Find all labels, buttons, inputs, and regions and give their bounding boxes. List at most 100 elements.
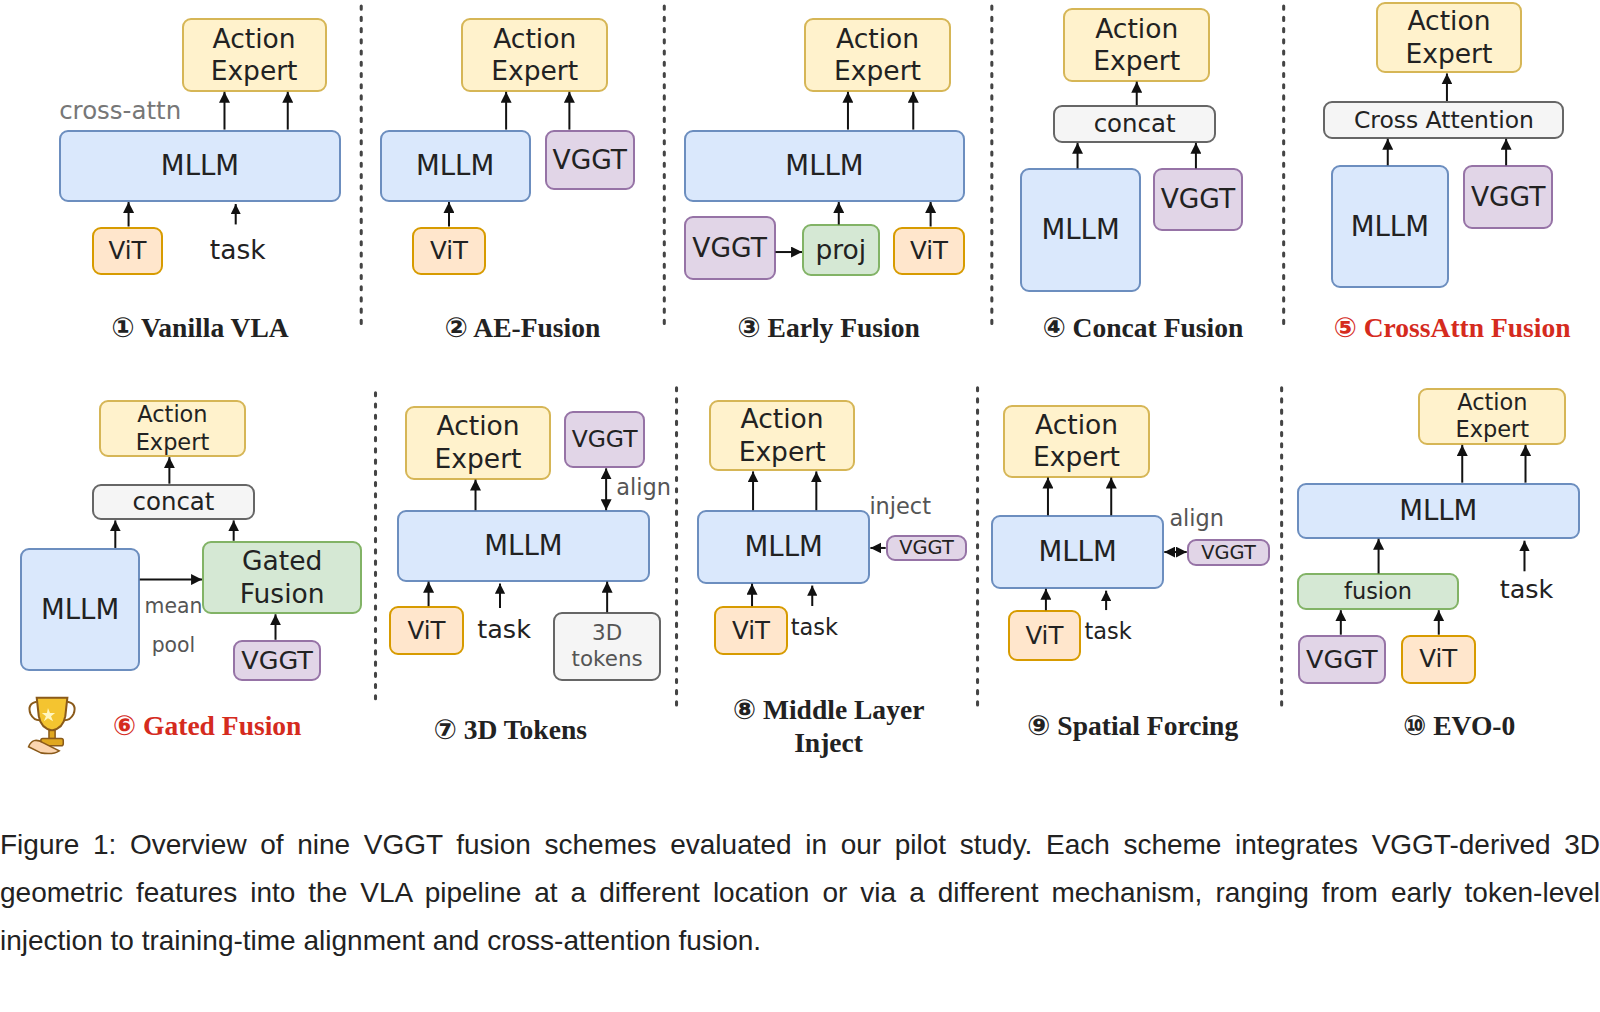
input-label: task — [468, 614, 539, 646]
arrow-connector — [751, 584, 753, 606]
panel-title: ⑨ Spatial Forcing — [1010, 710, 1255, 743]
mllm-box: MLLM — [397, 510, 650, 581]
node-text: Action Expert — [1008, 409, 1145, 474]
node-text: concat — [1094, 109, 1176, 139]
edge-label: align — [1169, 504, 1240, 533]
node-text: Cross Attention — [1354, 106, 1534, 135]
node-text: ViT — [109, 236, 147, 266]
action-expert-box: Action Expert — [405, 406, 551, 479]
node-text: Action Expert — [410, 410, 546, 475]
mllm-box: MLLM — [59, 130, 341, 202]
operation-box: concat — [92, 484, 255, 521]
edge-label: align — [616, 473, 677, 502]
edge-label: mean pool — [143, 587, 204, 665]
node-text: Action Expert — [104, 401, 241, 456]
node-text: VGGT — [553, 144, 627, 176]
arrow-connector — [1047, 478, 1049, 516]
arrow-connector — [448, 202, 450, 227]
arrow-connector — [838, 202, 840, 224]
vit-box: ViT — [1401, 635, 1475, 684]
arrow-connector — [1110, 478, 1112, 516]
operation-box: Cross Attention — [1323, 101, 1564, 139]
arrow-connector — [815, 471, 817, 510]
arrow-connector — [140, 579, 202, 581]
arrow-connector — [128, 202, 130, 227]
node-text: Action Expert — [1068, 13, 1205, 78]
node-text: proj — [815, 234, 866, 266]
arrow-connector — [287, 92, 289, 130]
action-expert-box: Action Expert — [709, 400, 855, 471]
node-text: Action Expert — [714, 403, 850, 468]
node-text: Action Expert — [1381, 5, 1518, 70]
vit-box: ViT — [714, 606, 787, 655]
arrow-connector — [1045, 589, 1047, 610]
node-text: ViT — [430, 236, 468, 266]
arrow-connector — [930, 202, 932, 227]
node-text: MLLM — [484, 529, 562, 563]
arrow-connector — [1505, 139, 1507, 166]
mllm-box: MLLM — [1297, 483, 1580, 539]
arrow-connector — [168, 457, 170, 484]
node-text: Action Expert — [809, 23, 946, 88]
fusion-box: Gated Fusion — [202, 541, 362, 614]
vit-box: ViT — [893, 227, 965, 276]
arrow-connector — [1438, 610, 1440, 634]
operation-box: concat — [1053, 105, 1216, 143]
mllm-box: MLLM — [380, 130, 531, 202]
arrow-connector — [114, 520, 116, 548]
action-expert-box: Action Expert — [1376, 2, 1523, 73]
node-text: VGGT — [241, 645, 313, 676]
vit-box: ViT — [92, 227, 163, 276]
fusion-box: fusion — [1297, 573, 1459, 610]
arrow-connector — [847, 92, 849, 130]
vggt-box: VGGT — [886, 535, 968, 562]
arrow-connector — [870, 547, 885, 549]
node-text: Action Expert — [466, 23, 603, 88]
vit-box: ViT — [389, 606, 465, 655]
trophy-icon — [29, 698, 75, 754]
node-text: fusion — [1344, 578, 1412, 605]
node-text: VGGT — [692, 232, 766, 264]
node-text: concat — [132, 487, 214, 517]
arrow-connector — [752, 471, 754, 510]
input-annotation: cross-attn — [59, 96, 212, 127]
node-text: Action Expert — [1423, 389, 1561, 444]
arrow-connector — [1378, 539, 1380, 574]
node-text: MLLM — [1041, 213, 1119, 247]
arrow-connector — [1387, 139, 1389, 166]
panel-title: ⑥ Gated Fusion — [85, 710, 330, 743]
node-text: ViT — [910, 236, 948, 266]
node-text: ViT — [1025, 621, 1063, 651]
vggt-box: VGGT — [1187, 539, 1271, 567]
vggt-box: VGGT — [1463, 165, 1553, 228]
arrow-connector — [776, 251, 803, 253]
mllm-box: MLLM — [1331, 165, 1449, 287]
node-text: Gated Fusion — [207, 545, 357, 610]
arrow-connector — [428, 582, 430, 606]
panel-title: ② AE-Fusion — [400, 312, 645, 345]
mllm-box: MLLM — [697, 510, 870, 583]
operation-box: 3D tokens — [553, 612, 661, 680]
node-text: MLLM — [1399, 494, 1477, 528]
edge-label: inject — [869, 492, 940, 521]
node-text: VGGT — [899, 536, 953, 560]
arrow-connector — [475, 480, 477, 511]
panel-title: ⑧ Middle Layer Inject — [716, 694, 940, 759]
node-text: MLLM — [41, 593, 119, 627]
mllm-box: MLLM — [991, 515, 1164, 588]
node-text: Action Expert — [187, 23, 322, 88]
node-text: ViT — [1419, 644, 1457, 674]
panel-title: ⑤ CrossAttn Fusion — [1304, 312, 1600, 345]
node-text: VGGT — [1306, 644, 1378, 675]
action-expert-box: Action Expert — [99, 400, 246, 457]
panel-title: ⑩ EVO-0 — [1337, 710, 1582, 743]
figure-caption: Figure 1: Overview of nine VGGT fusion s… — [0, 821, 1600, 965]
mllm-box: MLLM — [20, 548, 139, 671]
arrow-connector — [568, 92, 570, 130]
node-text: VGGT — [1161, 183, 1235, 215]
node-text: VGGT — [572, 425, 638, 454]
node-text: ViT — [408, 616, 446, 646]
vggt-box: VGGT — [233, 640, 322, 681]
